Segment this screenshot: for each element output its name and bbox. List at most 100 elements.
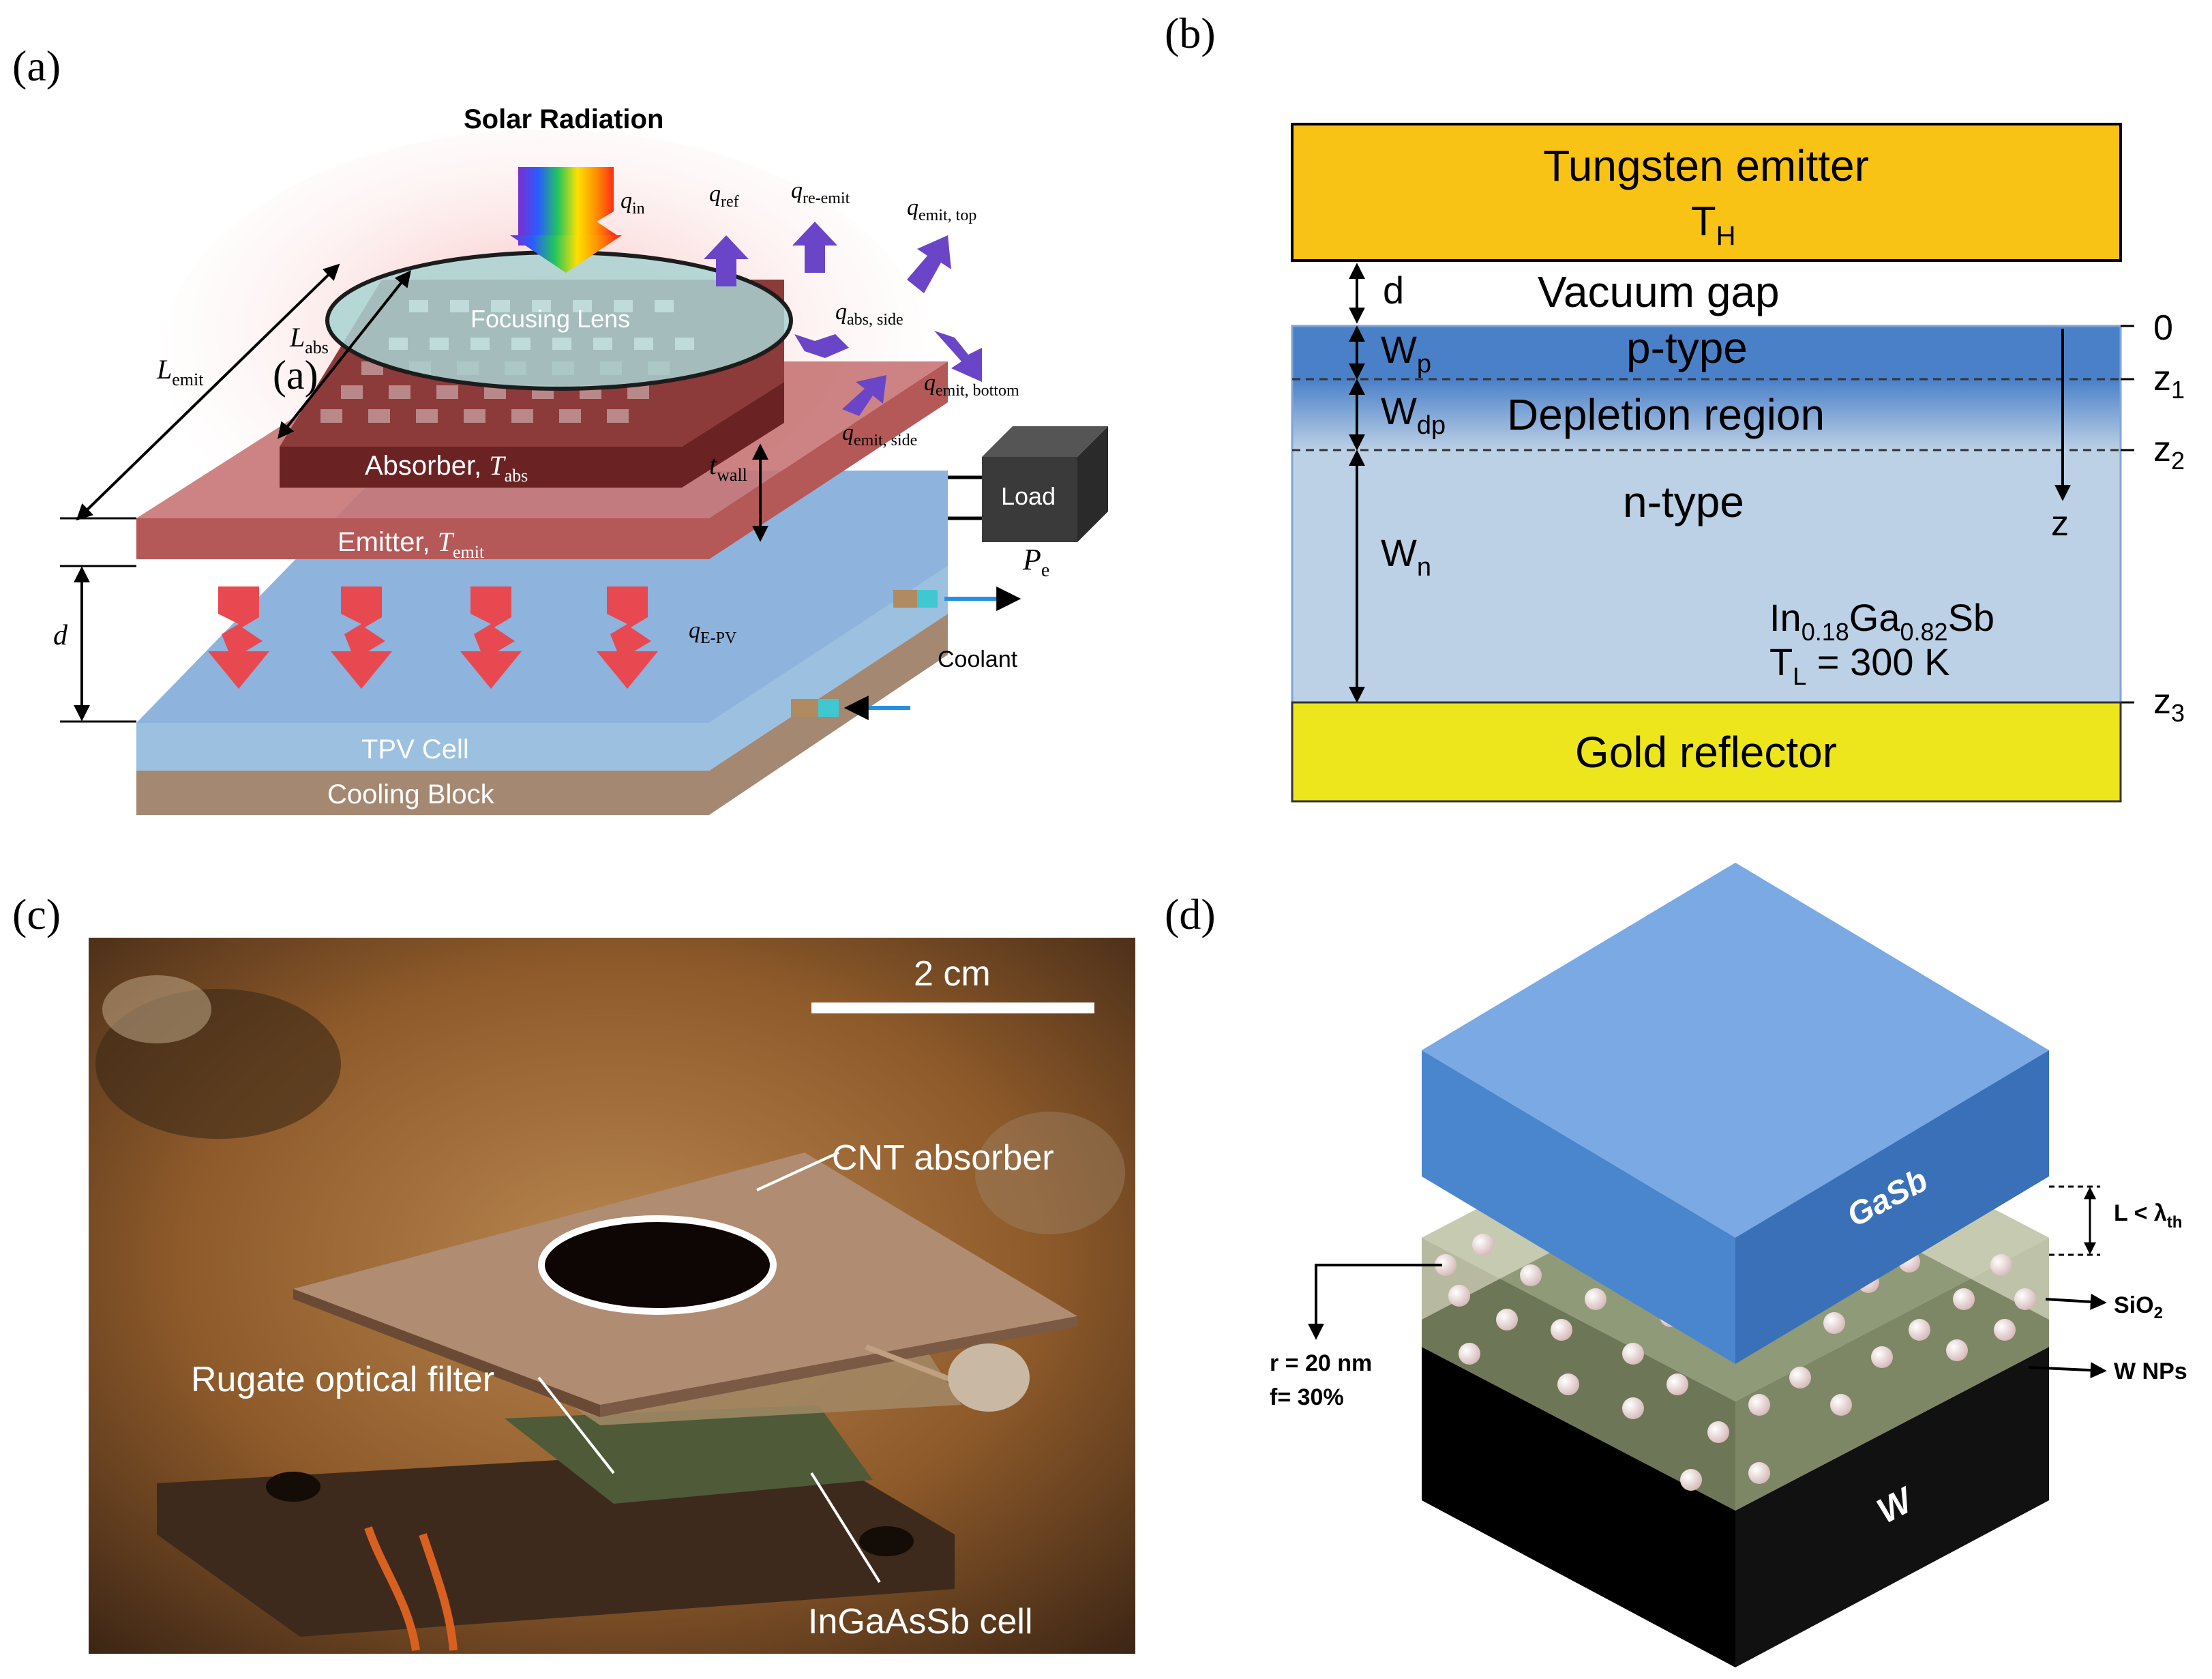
z3-label: z3 [2153,682,2185,727]
gasb-left-face [1422,1050,1735,1364]
load-box-side [1077,426,1108,542]
q-epv-label: qE-PV [689,618,737,647]
emitter-label: Emitter, Temit [338,526,485,562]
purple-heat-arrows [704,222,982,416]
solar-beam-head [510,235,622,273]
solar-beam [518,167,617,246]
th-label: TH [1691,198,1736,251]
t-wall-label: twall [709,449,747,485]
z-axis-label: z [2051,504,2069,544]
wn-label: Wn [1381,531,1431,582]
q-abs-side-label: qabs, side [835,299,903,329]
radius-label: r = 20 nm [1270,1350,1372,1376]
wnps-label: W NPs [2114,1358,2187,1384]
l-lambda-label: L < λth [2114,1200,2182,1232]
p-type-region [1292,326,2121,379]
sio2-label: SiO2 [2114,1292,2163,1322]
ingaassb-cell [505,1405,873,1504]
n-type-region [1292,450,2121,702]
cnt-pointer [756,1151,839,1191]
q-emit-top-label: qemit, top [907,195,976,224]
material-label: In0.18Ga0.82Sb [1769,596,1994,646]
cooling-block [136,614,948,815]
photo-background-knob [102,975,211,1043]
q-reemit-label: qre-emit [791,178,850,207]
panel-a: (a) Solar Radiation Cooling Block TPV Ce… [12,42,1108,815]
cooling-block-label: Cooling Block [327,779,495,809]
zero-label: 0 [2153,308,2173,348]
z1-label: z1 [2153,359,2185,404]
tpv-cell-label: TPV Cell [361,734,469,764]
solar-radiation-title: Solar Radiation [464,104,663,134]
load-box [982,457,1077,542]
panel-c: (c) 2 cm CNT absorber Rugate optical fil… [12,890,1135,1654]
l-abs-dimension [278,270,411,439]
tpv-cell [136,566,948,771]
tungsten-emitter-label: Tungsten emitter [1543,141,1869,190]
panel-d-label: (d) [1165,890,1216,938]
sio2-pointer [2045,1293,2107,1310]
np-pointer [1308,1264,1442,1340]
absorber-block [280,382,784,488]
gasb-right-face [1735,1050,2049,1364]
gap-d-label: d [1383,269,1404,312]
wdp-label: Wdp [1381,389,1446,440]
d-label: d [53,620,68,651]
cnt-absorber-circle [538,1215,777,1315]
base-hole-right [859,1526,914,1556]
vacuum-gap-label: Vacuum gap [1538,267,1780,316]
focusing-lens-label: Focusing Lens [470,305,630,333]
absorber-label: Absorber, Tabs [365,450,528,486]
coolant-pipe-out-end [917,590,938,608]
absorber-plate-edge [293,1289,600,1417]
q-ref-label: qref [709,181,739,211]
q-emit-side-label: qemit, side [842,420,917,449]
wire-left [364,1526,420,1651]
panel-c-label: (c) [12,890,61,938]
wire-right [419,1533,458,1651]
ingaassb-cell-label: InGaAsSb cell [808,1602,1033,1641]
load-label: Load [1001,482,1056,510]
gold-reflector-label: Gold reflector [1575,728,1837,777]
w-substrate-right [1735,1347,2049,1667]
panel-a-label: (a) [12,42,61,90]
emitter-plate [136,361,948,559]
cell-base-plate [157,1446,955,1637]
pe-label: Pe [1022,543,1049,581]
depletion-region [1292,379,2121,450]
panel-b: (b) Tungsten emitter TH d Vacuum gap Wp … [1165,9,2185,803]
wnps-pointer [2028,1362,2107,1379]
tl-label: TL = 300 K [1769,640,1949,690]
panel-b-label: (b) [1165,9,1216,57]
tungsten-emitter [1291,123,2122,262]
cell-pointer [810,1472,881,1584]
q-emit-bottom-label: qemit, bottom [924,370,1019,400]
coolant-label: Coolant [938,647,1018,672]
panel-d: (d) W GaSb L < λth SiO2 [1165,863,2187,1667]
depletion-region-label: Depletion region [1507,390,1825,439]
fraction-label: f= 30% [1270,1384,1344,1410]
sio2-layer-left [1422,1238,1735,1511]
absorber-plate-edge-right [600,1316,1077,1417]
n-type-label: n-type [1623,477,1744,526]
z2-label: z2 [2153,430,2185,475]
red-epv-arrows [208,586,658,689]
scale-bar-label: 2 cm [914,954,991,994]
cnt-absorber-label: CNT absorber [832,1138,1054,1178]
l-emit-label: Lemit [156,354,204,389]
wp-label: Wp [1381,328,1431,378]
p-type-label: p-type [1626,323,1748,372]
l-abs-label: Labs [289,322,329,357]
support-rod [865,1344,956,1384]
q-in-label: qin [621,188,645,218]
coolant-pipe-in-end [818,699,839,717]
load-box-top [982,426,1108,457]
rugate-pointer [537,1376,615,1474]
base-hole-left [266,1472,320,1502]
gold-reflector [1291,701,2122,803]
w-substrate-left [1422,1347,1735,1667]
photo-background-right [975,1112,1125,1234]
inner-a-mark: (a) [273,353,318,398]
support-knob [948,1343,1030,1412]
